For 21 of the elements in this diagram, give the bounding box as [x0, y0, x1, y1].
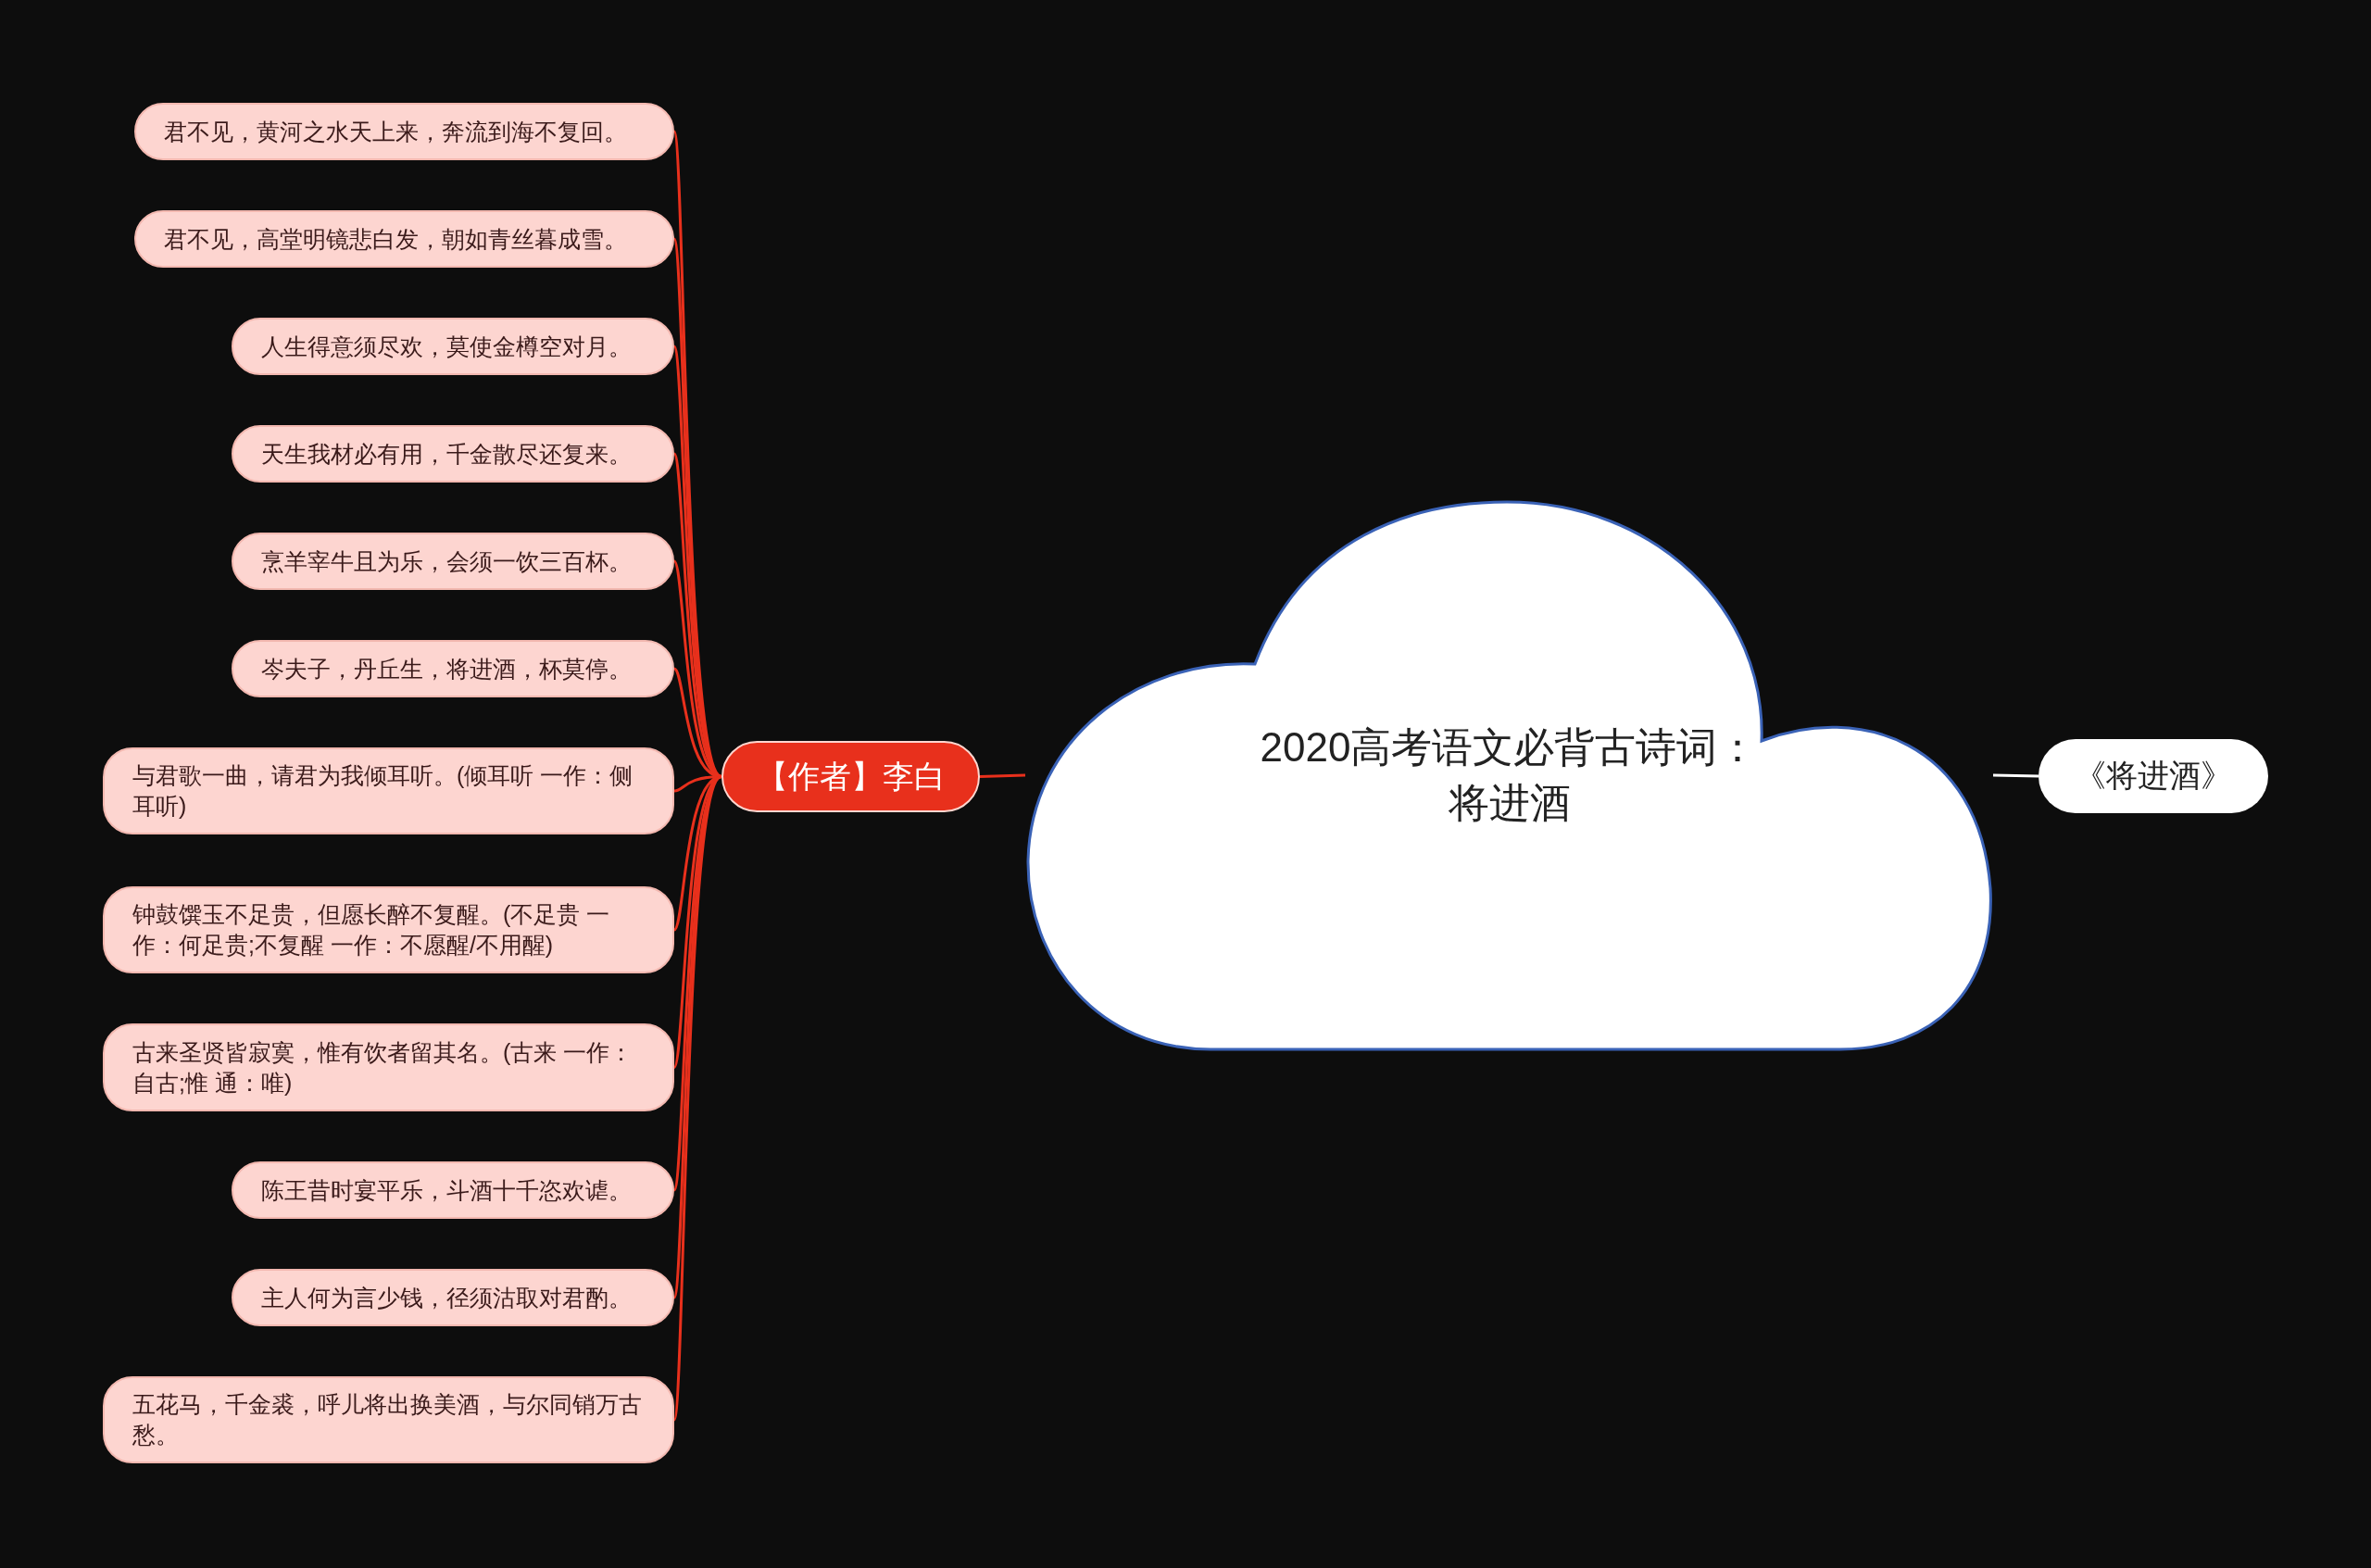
verse-box: 人生得意须尽欢，莫使金樽空对月。: [232, 318, 674, 375]
cloud: [1025, 499, 1993, 1051]
verse-box: 古来圣贤皆寂寞，惟有饮者留其名。(古来 一作：自古;惟 通：唯): [103, 1023, 674, 1111]
connector-line: [672, 238, 723, 778]
verse-box: 钟鼓馔玉不足贵，但愿长醉不复醒。(不足贵 一作：何足贵;不复醒 一作：不愿醒/不用醒): [103, 886, 674, 973]
verse-box: 五花马，千金裘，呼儿将出换美酒，与尔同销万古愁。: [103, 1376, 674, 1463]
verse-box: 天生我材必有用，千金散尽还复来。: [232, 425, 674, 483]
topic-text: 2020高考语文必背古诗词：将进酒: [1259, 723, 1760, 827]
connector-line: [672, 775, 722, 1069]
connector-line: [1992, 773, 2039, 778]
verse-box: 君不见，高堂明镜悲白发，朝如青丝暮成雪。: [134, 210, 674, 268]
connector-line: [672, 775, 723, 1421]
verse-box: 君不见，黄河之水天上来，奔流到海不复回。: [134, 103, 674, 160]
verse-box: 岑夫子，丹丘生，将进酒，杯莫停。: [232, 640, 674, 697]
connector-line: [979, 773, 1026, 778]
title-box: 《将进酒》: [2039, 739, 2268, 813]
verse-box: 陈王昔时宴平乐，斗酒十千恣欢谑。: [232, 1161, 674, 1219]
author-box: 【作者】李白: [721, 741, 980, 812]
verse-box: 主人何为言少钱，径须沽取对君酌。: [232, 1269, 674, 1326]
verse-box: 烹羊宰牛且为乐，会须一饮三百杯。: [232, 533, 674, 590]
verse-box: 与君歌一曲，请君为我倾耳听。(倾耳听 一作：侧耳听): [103, 747, 674, 834]
